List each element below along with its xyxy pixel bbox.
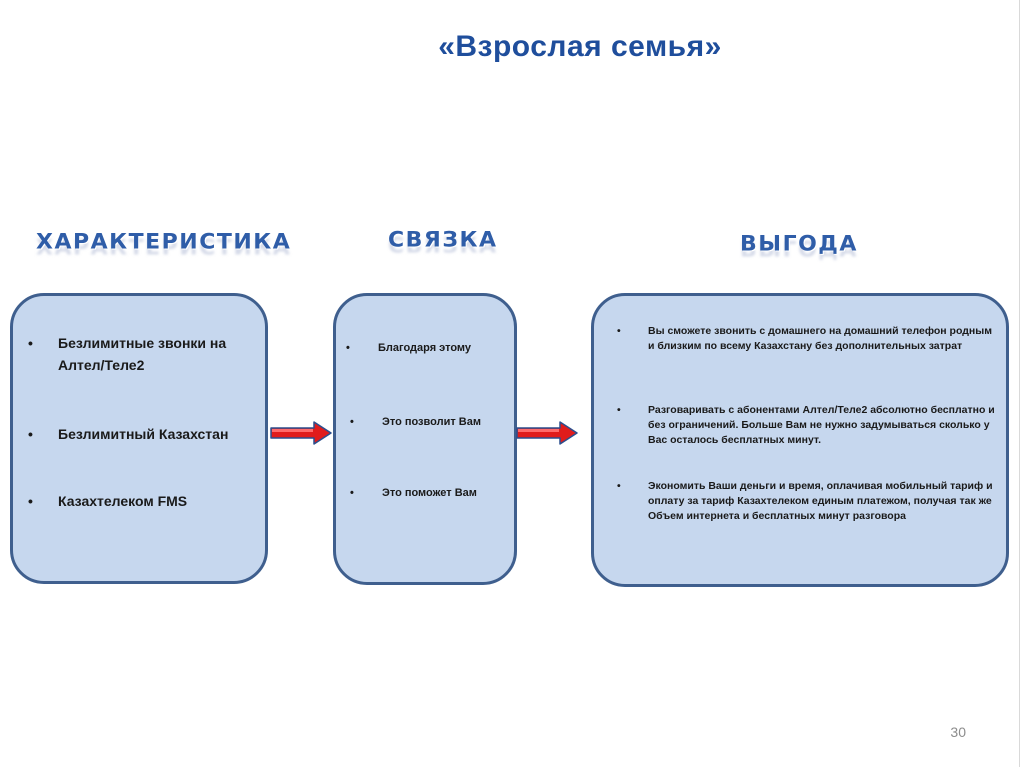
page-number: 30 (950, 724, 966, 740)
link-item-text: Это позволит Вам (382, 416, 481, 428)
characteristic-item: • Безлимитные звонки на Алтел/Теле2 (28, 332, 258, 376)
link-item-text: Это поможет Вам (382, 487, 477, 499)
bullet: • (28, 493, 33, 509)
link-panel (333, 293, 517, 585)
link-item: • Это позволит Вам (350, 414, 510, 430)
link-item: • Это поможет Вам (350, 485, 510, 501)
benefit-panel (591, 293, 1009, 587)
heading-characteristic: ХАРАКТЕРИСТИКА (36, 230, 292, 255)
characteristic-item: • Безлимитный Казахстан (28, 423, 258, 445)
characteristic-item: • Казахтелеком FMS (28, 490, 258, 512)
bullet: • (28, 426, 33, 442)
link-item-text: Благодаря этому (378, 342, 472, 354)
characteristic-item-text: Безлимитный Казахстан (58, 426, 229, 442)
benefit-item: • Разговаривать с абонентами Алтел/Теле2… (617, 403, 997, 448)
benefit-item: • Вы сможете звонить с домашнего на дома… (617, 324, 997, 354)
characteristic-item-text: Безлимитные звонки на Алтел/Теле2 (58, 335, 227, 373)
bullet: • (617, 404, 621, 416)
slide-title: «Взрослая семья» (438, 30, 722, 63)
slide-right-edge (1019, 0, 1020, 767)
right-arrow-icon (270, 421, 332, 445)
link-item: • Благодаря этому (346, 340, 506, 356)
characteristic-panel (10, 293, 268, 584)
benefit-item-text: Разговаривать с абонентами Алтел/Теле2 а… (648, 404, 995, 446)
bullet: • (350, 416, 354, 428)
heading-link: СВЯЗКА (388, 228, 498, 253)
right-arrow-icon (516, 421, 578, 445)
bullet: • (617, 480, 621, 492)
bullet: • (346, 342, 350, 354)
characteristic-item-text: Казахтелеком FMS (58, 493, 188, 509)
bullet: • (617, 325, 621, 337)
benefit-item-text: Вы сможете звонить с домашнего на домашн… (648, 325, 992, 352)
bullet: • (350, 487, 354, 499)
heading-benefit: ВЫГОДА (740, 232, 858, 257)
benefit-item: • Экономить Ваши деньги и время, оплачив… (617, 479, 997, 524)
bullet: • (28, 335, 33, 351)
benefit-item-text: Экономить Ваши деньги и время, оплачивая… (648, 480, 993, 522)
